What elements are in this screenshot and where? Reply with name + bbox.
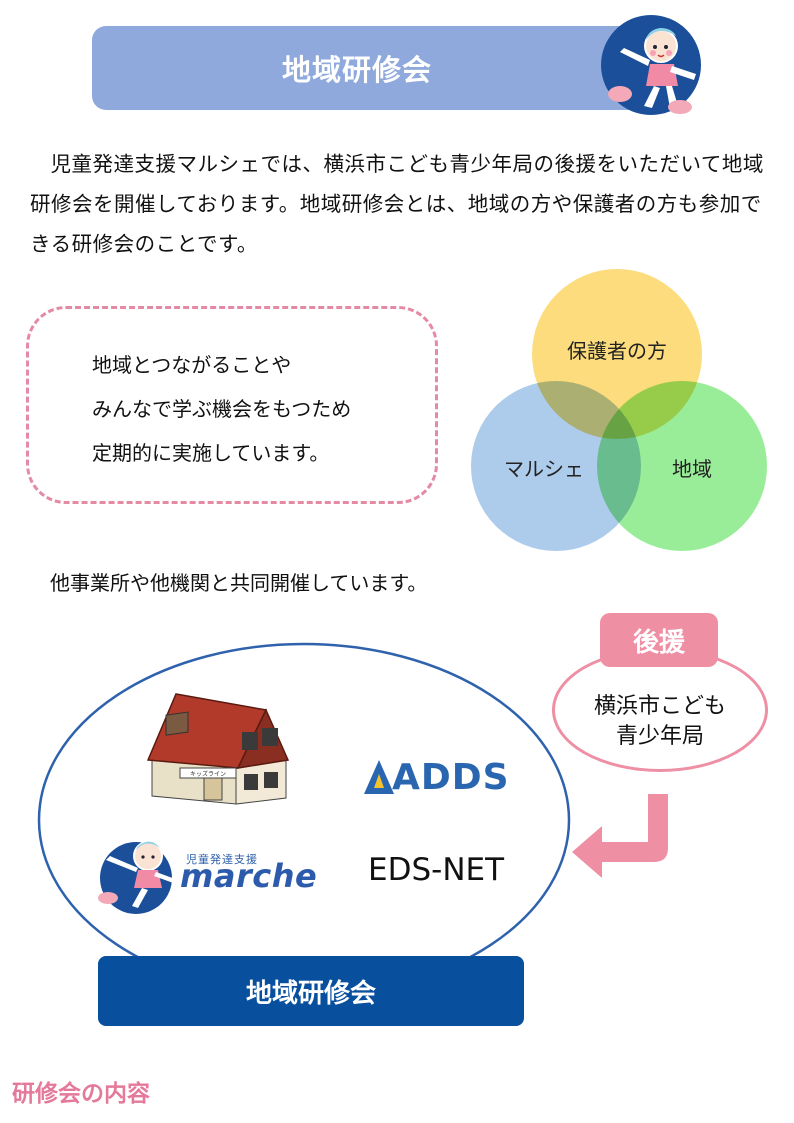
marche-subtitle: 児童発達支援 [186,853,258,866]
marche-logo-mascot-icon [98,841,178,914]
support-arrow-icon [572,794,668,878]
venn-circle-marche [471,381,641,551]
adds-logo-text: ADDS [392,756,510,798]
house-logo: キッズライン [146,693,290,805]
adds-logo: ADDS [362,752,510,802]
page-title: 地域研修会 [281,53,432,87]
support-badge: 後援 [600,613,718,667]
footer-banner: 地域研修会 [98,956,524,1026]
callout-line: 地域とつながることや [92,353,292,377]
adds-triangle-icon [364,760,394,794]
venn-label-marche: マルシェ [504,457,584,481]
cohost-text: 他事業所や他機関と共同開催しています。 [50,571,428,595]
support-org-line: 青少年局 [615,724,704,749]
mascot-logo [601,15,701,115]
cohost-group-ellipse [37,642,571,998]
venn-diagram: 保護者の方 マルシェ 地域 [471,269,767,551]
edsnet-label: EDS-NET [368,852,505,888]
section-heading: 研修会の内容 [12,1081,150,1107]
support-org-line: 横浜市こども [593,694,726,719]
venn-label-community: 地域 [672,457,712,481]
house-sign-text: キッズライン [190,770,226,778]
venn-circle-community [597,381,767,551]
venn-label-parents: 保護者の方 [567,339,667,363]
intro-paragraph: 児童発達支援マルシェでは、横浜市こども青少年局の後援をいただいて地域研修会を開催… [30,152,764,256]
support-org-name: 横浜市こども 青少年局 [552,692,768,752]
header-banner: 地域研修会 [92,26,682,110]
marche-wordmark: marche [180,857,318,895]
callout-line: みんなで学ぶ機会をもつため [92,397,352,421]
dashed-callout-box [26,306,438,504]
callout-line: 定期的に実施しています。 [92,441,330,465]
callout-text: 地域とつながることや みんなで学ぶ機会をもつため 定期的に実施しています。 [92,343,351,475]
support-org-ellipse [552,648,768,772]
